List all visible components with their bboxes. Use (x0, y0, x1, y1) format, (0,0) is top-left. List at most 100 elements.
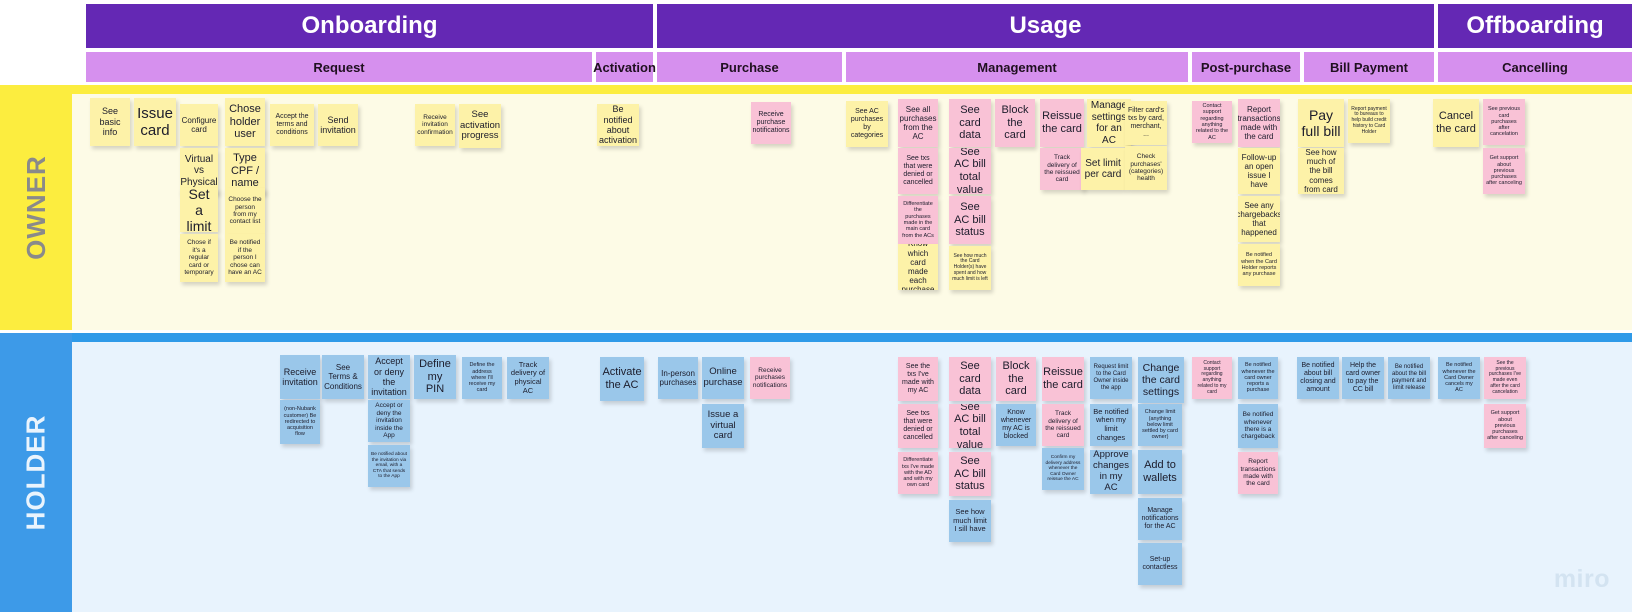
sticky-note-add-to-wallets[interactable]: Add to wallets (1138, 450, 1182, 494)
sticky-note-see-ac-bill-total-value[interactable]: See AC bill total value (949, 404, 991, 448)
sticky-note-see-the-txs-i-ve-made-with-my-ac[interactable]: See the txs I've made with my AC (898, 357, 938, 401)
sticky-note-virtual-vs-physical[interactable]: Virtual vs Physical (180, 148, 218, 194)
sticky-note-accept-or-deny-the-invitation[interactable]: Accept or deny the invitation (368, 355, 410, 399)
sticky-note-receive-purchases-notifications[interactable]: Receive purchases notifications (750, 357, 790, 399)
sticky-note-configure-card[interactable]: Configure card (180, 104, 218, 146)
sticky-note-follow-up-an-open-issue-i-have[interactable]: Follow-up an open issue I have (1238, 148, 1280, 194)
owner-lane-divider (72, 85, 1632, 94)
sticky-note-see-txs-that-were-denied-or-cancelled[interactable]: See txs that were denied or cancelled (898, 404, 938, 448)
sticky-note-send-invitation[interactable]: Send invitation (318, 104, 358, 146)
sticky-note-set-a-limit[interactable]: Set a limit (180, 188, 218, 232)
sticky-note-see-how-much-limit-i-sill-have[interactable]: See how much limit I sill have (949, 500, 991, 542)
sticky-note-non-nubank-customer-be-redirected-to-acquisiti[interactable]: (non-Nubank customer) Be redirected to a… (280, 400, 320, 444)
sticky-note-be-notified-if-the-person-i-chose-can-have-an-[interactable]: Be notified if the person I chose can ha… (225, 234, 265, 282)
sticky-note-receive-invitation[interactable]: Receive invitation (280, 355, 320, 399)
stage-header-activation: Activation (593, 52, 656, 82)
sticky-note-see-the-previous-purchases-i-ve-made-even-afte[interactable]: See the previous purchases I've made eve… (1484, 357, 1526, 399)
sticky-note-see-ac-bill-status[interactable]: See AC bill status (949, 452, 991, 496)
sticky-note-choose-the-person-from-my-contact-list[interactable]: Choose the person from my contact list (225, 188, 265, 234)
sticky-note-manage-settings-for-an-ac[interactable]: Manage settings for an AC (1087, 99, 1131, 147)
sticky-note-see-how-much-the-card-holder-s-have-spent-and-[interactable]: See how much the Card Holder(s) have spe… (949, 246, 991, 290)
sticky-note-differentiate-txs-i-ve-made-with-the-ad-and-wi[interactable]: Differentiate txs I've made with the AD … (898, 452, 938, 494)
sticky-note-contact-support-regarding-anything-related-to-[interactable]: Contact support regarding anything relat… (1192, 357, 1232, 399)
sticky-note-report-transactions-made-with-the-card[interactable]: Report transactions made with the card (1238, 99, 1280, 147)
sticky-note-set-limit-per-card[interactable]: Set limit per card (1081, 148, 1125, 190)
sticky-note-see-card-data[interactable]: See card data (949, 99, 991, 147)
sticky-note-see-all-purchases-from-the-ac[interactable]: See all purchases from the AC (898, 99, 938, 147)
sticky-note-see-card-data[interactable]: See card data (949, 357, 991, 401)
phase-header-onboarding: Onboarding (86, 4, 653, 48)
sticky-note-see-previous-card-purchases-after-cancelation[interactable]: See previous card purchases after cancel… (1483, 99, 1525, 145)
stage-header-cancelling: Cancelling (1438, 52, 1632, 82)
sticky-note-manage-notifications-for-the-ac[interactable]: Manage notifications for the AC (1138, 498, 1182, 540)
sticky-note-be-notified-about-activation[interactable]: Be notified about activation (597, 104, 639, 146)
sticky-note-chose-holder-user[interactable]: Chose holder user (225, 98, 265, 146)
sticky-note-change-limit-anything-below-limit-settled-by-c[interactable]: Change limit (anything below limit settl… (1138, 404, 1182, 446)
sticky-note-track-delivery-of-the-reissued-card[interactable]: Track delivery of the reissued card (1042, 404, 1084, 446)
lane-label-owner-text: OWNER (20, 155, 51, 260)
sticky-note-see-txs-that-were-denied-or-cancelled[interactable]: See txs that were denied or cancelled (898, 148, 938, 194)
sticky-note-help-the-card-owner-to-pay-the-cc-bill[interactable]: Help the card owner to pay the CC bill (1342, 357, 1384, 399)
lane-label-holder: HOLDER (0, 333, 72, 612)
stage-header-post-purchase: Post-purchase (1192, 52, 1300, 82)
sticky-note-confirm-my-delivery-address-whenever-the-card-[interactable]: Confirm my delivery address whenever the… (1042, 448, 1084, 490)
sticky-note-reissue-the-card[interactable]: Reissue the card (1042, 357, 1084, 401)
sticky-note-set-up-contactless[interactable]: Set-up contactless (1138, 543, 1182, 585)
sticky-note-be-notified-when-the-card-holder-reports-any-p[interactable]: Be notified when the Card Holder reports… (1238, 244, 1280, 286)
sticky-note-differentiate-the-purchases-made-in-the-main-c[interactable]: Differentiate the purchases made in the … (898, 196, 938, 244)
sticky-note-online-purchase[interactable]: Online purchase (702, 357, 744, 399)
sticky-note-get-support-about-previous-purchases-after-can[interactable]: Get support about previous purchases aft… (1484, 404, 1526, 448)
sticky-note-filter-card-s-txs-by-card-merchant[interactable]: Filter card's txs by card, merchant, ... (1125, 101, 1167, 145)
sticky-note-know-which-card-made-each-purchase[interactable]: Know which card made each purchase (898, 244, 938, 290)
sticky-note-issue-card[interactable]: Issue card (134, 98, 176, 146)
sticky-note-accept-or-deny-the-invitation-inside-the-app[interactable]: Accept or deny the invitation inside the… (368, 400, 410, 442)
sticky-note-see-activation-progress[interactable]: See activation progress (459, 104, 501, 148)
sticky-note-chose-if-it-s-a-regular-card-or-temporary[interactable]: Chose if it's a regular card or temporar… (180, 234, 218, 282)
sticky-note-approve-changes-in-my-ac[interactable]: Approve changes in my AC (1090, 450, 1132, 494)
sticky-note-check-purchases-categories-health[interactable]: Check purchases' (categories) health (1125, 146, 1167, 190)
sticky-note-receive-purchase-notifications[interactable]: Receive purchase notifications (751, 102, 791, 144)
stage-header-purchase: Purchase (657, 52, 842, 82)
lane-label-holder-text: HOLDER (20, 414, 51, 531)
sticky-note-track-delivery-of-the-reissued-card[interactable]: Track delivery of the reissued card (1040, 148, 1084, 190)
sticky-note-reissue-the-card[interactable]: Reissue the card (1040, 99, 1084, 147)
sticky-note-define-my-pin[interactable]: Define my PIN (414, 355, 456, 399)
sticky-note-contact-support-regarding-anything-related-to-[interactable]: Contact support regarding anything relat… (1192, 101, 1232, 143)
sticky-note-change-the-card-settings[interactable]: Change the card settings (1138, 357, 1184, 403)
sticky-note-be-notified-about-bill-closing-and-amount[interactable]: Be notified about bill closing and amoun… (1297, 357, 1339, 399)
sticky-note-see-how-much-of-the-bill-comes-from-card[interactable]: See how much of the bill comes from card (1298, 148, 1344, 194)
sticky-note-see-ac-bill-total-value[interactable]: See AC bill total value (949, 148, 991, 194)
stage-header-management: Management (846, 52, 1188, 82)
sticky-note-pay-full-bill[interactable]: Pay full bill (1298, 99, 1344, 147)
phase-header-usage: Usage (657, 4, 1434, 48)
sticky-note-see-basic-info[interactable]: See basic info (90, 98, 130, 146)
sticky-note-see-terms-conditions[interactable]: See Terms & Conditions (322, 355, 364, 399)
sticky-note-get-support-about-previous-purchases-after-can[interactable]: Get support about previous purchases aft… (1483, 148, 1525, 194)
sticky-note-type-cpf-name[interactable]: Type CPF / name (225, 148, 265, 194)
sticky-note-see-any-chargebacks-that-happened[interactable]: See any chargebacks that happened (1238, 196, 1280, 242)
sticky-note-define-the-address-where-i-ll-receive-my-card[interactable]: Define the address where I'll receive my… (462, 357, 502, 399)
sticky-note-track-delivery-of-physical-ac[interactable]: Track delivery of physical AC (507, 357, 549, 399)
sticky-note-be-notified-about-the-invitation-via-email-wit[interactable]: Be notified about the invitation via ema… (368, 445, 410, 487)
sticky-note-issue-a-virtual-card[interactable]: Issue a virtual card (702, 404, 744, 448)
sticky-note-receive-invitation-confirmation[interactable]: Receive invitation confirmation (415, 104, 455, 146)
sticky-note-see-ac-bill-status[interactable]: See AC bill status (949, 196, 991, 244)
stage-header-bill-payment: Bill Payment (1304, 52, 1434, 82)
sticky-note-report-transactions-made-with-the-card[interactable]: Report transactions made with the card (1238, 452, 1278, 494)
sticky-note-block-the-card[interactable]: Block the card (996, 357, 1036, 401)
sticky-note-in-person-purchases[interactable]: In-person purchases (658, 357, 698, 399)
sticky-note-accept-the-terms-and-conditions[interactable]: Accept the terms and conditions (270, 104, 314, 146)
sticky-note-block-the-card[interactable]: Block the card (995, 99, 1035, 147)
sticky-note-see-ac-purchases-by-categories[interactable]: See AC purchases by categories (846, 101, 888, 147)
sticky-note-be-notified-when-my-limit-changes[interactable]: Be notified when my limit changes (1090, 404, 1132, 446)
sticky-note-know-whenever-my-ac-is-blocked[interactable]: Know whenever my AC is blocked (996, 404, 1036, 446)
sticky-note-be-notified-whenever-the-card-owner-reports-a-[interactable]: Be notified whenever the card owner repo… (1238, 357, 1278, 399)
sticky-note-request-limit-to-the-card-owner-inside-the-app[interactable]: Request limit to the Card Owner inside t… (1090, 357, 1132, 399)
holder-lane-divider (72, 333, 1632, 342)
sticky-note-be-notified-about-the-bill-payment-and-limit-r[interactable]: Be notified about the bill payment and l… (1388, 357, 1430, 399)
sticky-note-be-notified-whenever-the-card-owner-cancels-my[interactable]: Be notified whenever the Card Owner canc… (1438, 357, 1480, 399)
sticky-note-report-payment-to-bureaus-to-help-build-credit[interactable]: Report payment to bureaus to help build … (1348, 99, 1390, 143)
sticky-note-activate-the-ac[interactable]: Activate the AC (600, 357, 644, 401)
sticky-note-be-notified-whenever-there-is-a-chargeback[interactable]: Be notified whenever there is a chargeba… (1238, 404, 1278, 448)
sticky-note-cancel-the-card[interactable]: Cancel the card (1433, 99, 1479, 147)
